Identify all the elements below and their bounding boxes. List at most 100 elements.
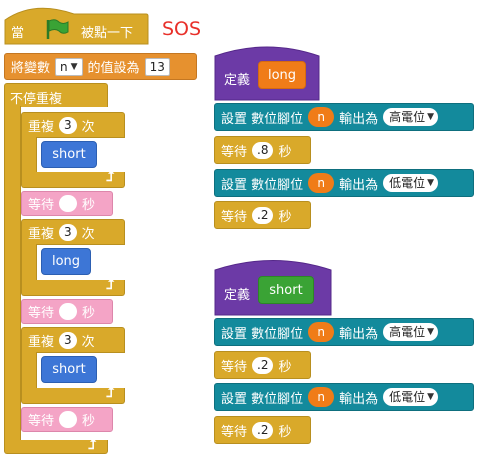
repeat-count-input[interactable]: 3 bbox=[59, 116, 77, 134]
define-short-block[interactable]: 定義 short bbox=[214, 257, 332, 317]
wait-seconds-input[interactable] bbox=[59, 411, 78, 428]
pin-variable-reporter[interactable]: n bbox=[308, 173, 335, 193]
wait-block-2[interactable]: 等待 秒 bbox=[21, 299, 113, 324]
wait-label: 等待 bbox=[221, 359, 248, 375]
level-value: 低電位 bbox=[389, 390, 426, 404]
variable-name: n bbox=[60, 59, 68, 74]
wait-block-long-b[interactable]: 等待 .2 秒 bbox=[214, 201, 311, 229]
wait-block-long-a[interactable]: 等待 .8 秒 bbox=[214, 136, 311, 164]
set-pin-label: 設置 數位腳位 bbox=[221, 391, 304, 407]
repeat-bottom: ⮥ bbox=[21, 277, 125, 296]
wait-unit: 秒 bbox=[278, 359, 292, 375]
repeat-count-input[interactable]: 3 bbox=[59, 331, 77, 349]
dropdown-arrow-icon: ▼ bbox=[427, 178, 435, 188]
forever-bottom bbox=[4, 440, 108, 454]
repeat-top: 重複 3 次 bbox=[21, 327, 125, 353]
repeat-unit: 次 bbox=[81, 334, 95, 350]
wait-label: 等待 bbox=[28, 414, 55, 429]
wait-block-short-a[interactable]: 等待 .2 秒 bbox=[214, 351, 311, 379]
pin-variable-reporter[interactable]: n bbox=[308, 107, 335, 127]
output-label: 輸出為 bbox=[339, 391, 379, 407]
wait-label: 等待 bbox=[221, 209, 248, 225]
pin-variable-reporter[interactable]: n bbox=[308, 322, 335, 342]
repeat-bottom: ⮥ bbox=[21, 169, 125, 188]
set-digital-pin-low-block[interactable]: 設置 數位腳位 n 輸出為 低電位 ▼ bbox=[214, 383, 474, 411]
define-label: 定義 bbox=[224, 288, 251, 303]
set-digital-pin-low-block[interactable]: 設置 數位腳位 n 輸出為 低電位 ▼ bbox=[214, 169, 474, 197]
wait-seconds-input[interactable]: .2 bbox=[252, 356, 274, 374]
repeat-label: 重複 bbox=[28, 226, 55, 242]
variable-dropdown[interactable]: n ▼ bbox=[55, 57, 83, 76]
level-dropdown[interactable]: 高電位 ▼ bbox=[383, 108, 439, 126]
set-digital-pin-high-block[interactable]: 設置 數位腳位 n 輸出為 高電位 ▼ bbox=[214, 103, 474, 131]
wait-seconds-input[interactable] bbox=[59, 303, 78, 320]
dropdown-arrow-icon: ▼ bbox=[427, 112, 435, 122]
wait-label: 等待 bbox=[28, 198, 55, 213]
repeat-unit: 次 bbox=[81, 119, 95, 135]
level-value: 低電位 bbox=[389, 176, 426, 190]
green-flag-icon bbox=[46, 19, 69, 39]
wait-seconds-input[interactable]: .2 bbox=[252, 206, 274, 224]
when-label: 當 bbox=[11, 26, 25, 41]
level-dropdown[interactable]: 高電位 ▼ bbox=[383, 323, 439, 341]
forever-label: 不停重複 bbox=[10, 92, 63, 107]
call-long-block[interactable]: long bbox=[41, 248, 91, 275]
wait-unit: 秒 bbox=[278, 209, 292, 225]
wait-unit: 秒 bbox=[278, 144, 292, 160]
repeat-bottom: ⮥ bbox=[21, 385, 125, 404]
when-flag-clicked-block[interactable]: 當 被點一下 bbox=[4, 6, 149, 46]
repeat-arm bbox=[21, 352, 37, 389]
repeat-arm bbox=[21, 137, 37, 173]
wait-unit: 秒 bbox=[82, 306, 96, 321]
define-name-long[interactable]: long bbox=[258, 61, 306, 89]
repeat-top: 重複 3 次 bbox=[21, 219, 125, 245]
define-name-short[interactable]: short bbox=[258, 276, 314, 304]
level-dropdown[interactable]: 低電位 ▼ bbox=[383, 388, 439, 406]
wait-label: 等待 bbox=[28, 306, 55, 321]
loop-arrow-icon: ⮥ bbox=[106, 277, 115, 293]
repeat-unit: 次 bbox=[81, 226, 95, 242]
repeat-arm bbox=[21, 244, 37, 281]
wait-unit: 秒 bbox=[82, 198, 96, 213]
repeat-label: 重複 bbox=[28, 119, 55, 135]
repeat-count-input[interactable]: 3 bbox=[59, 223, 77, 241]
loop-arrow-icon: ⮥ bbox=[106, 169, 115, 185]
variable-value-input[interactable]: 13 bbox=[144, 57, 170, 76]
wait-block-3[interactable]: 等待 秒 bbox=[21, 407, 113, 432]
wait-block-1[interactable]: 等待 秒 bbox=[21, 191, 113, 216]
set-variable-label: 將變數 bbox=[11, 61, 51, 76]
set-pin-label: 設置 數位腳位 bbox=[221, 111, 304, 127]
wait-label: 等待 bbox=[221, 424, 248, 440]
call-short-block[interactable]: short bbox=[41, 356, 97, 383]
forever-top: 不停重複 bbox=[4, 83, 108, 107]
repeat-label: 重複 bbox=[28, 334, 55, 350]
level-value: 高電位 bbox=[389, 325, 426, 339]
level-value: 高電位 bbox=[389, 110, 426, 124]
loop-arrow-icon: ⮥ bbox=[106, 385, 115, 401]
output-label: 輸出為 bbox=[339, 111, 379, 127]
pin-variable-reporter[interactable]: n bbox=[308, 387, 335, 407]
wait-seconds-input[interactable]: .8 bbox=[252, 141, 274, 159]
wait-seconds-input[interactable] bbox=[59, 195, 78, 212]
wait-seconds-input[interactable]: .2 bbox=[252, 421, 274, 439]
define-label: 定義 bbox=[224, 73, 251, 88]
wait-block-short-b[interactable]: 等待 .2 秒 bbox=[214, 416, 311, 444]
level-dropdown[interactable]: 低電位 ▼ bbox=[383, 174, 439, 192]
dropdown-arrow-icon: ▼ bbox=[70, 61, 78, 72]
clicked-label: 被點一下 bbox=[81, 26, 134, 41]
output-label: 輸出為 bbox=[339, 177, 379, 193]
set-to-label: 的值設為 bbox=[87, 61, 140, 76]
set-variable-block[interactable]: 將變數 n ▼ 的值設為 13 bbox=[4, 53, 197, 80]
wait-unit: 秒 bbox=[82, 414, 96, 429]
hat-shape bbox=[4, 7, 149, 45]
output-label: 輸出為 bbox=[339, 326, 379, 342]
wait-unit: 秒 bbox=[278, 424, 292, 440]
loop-arrow-icon: ⮥ bbox=[88, 437, 97, 453]
wait-label: 等待 bbox=[221, 144, 248, 160]
dropdown-arrow-icon: ▼ bbox=[427, 327, 435, 337]
call-short-block[interactable]: short bbox=[41, 141, 97, 168]
set-pin-label: 設置 數位腳位 bbox=[221, 326, 304, 342]
define-long-block[interactable]: 定義 long bbox=[214, 44, 320, 102]
set-digital-pin-high-block[interactable]: 設置 數位腳位 n 輸出為 高電位 ▼ bbox=[214, 318, 474, 346]
dropdown-arrow-icon: ▼ bbox=[427, 392, 435, 402]
